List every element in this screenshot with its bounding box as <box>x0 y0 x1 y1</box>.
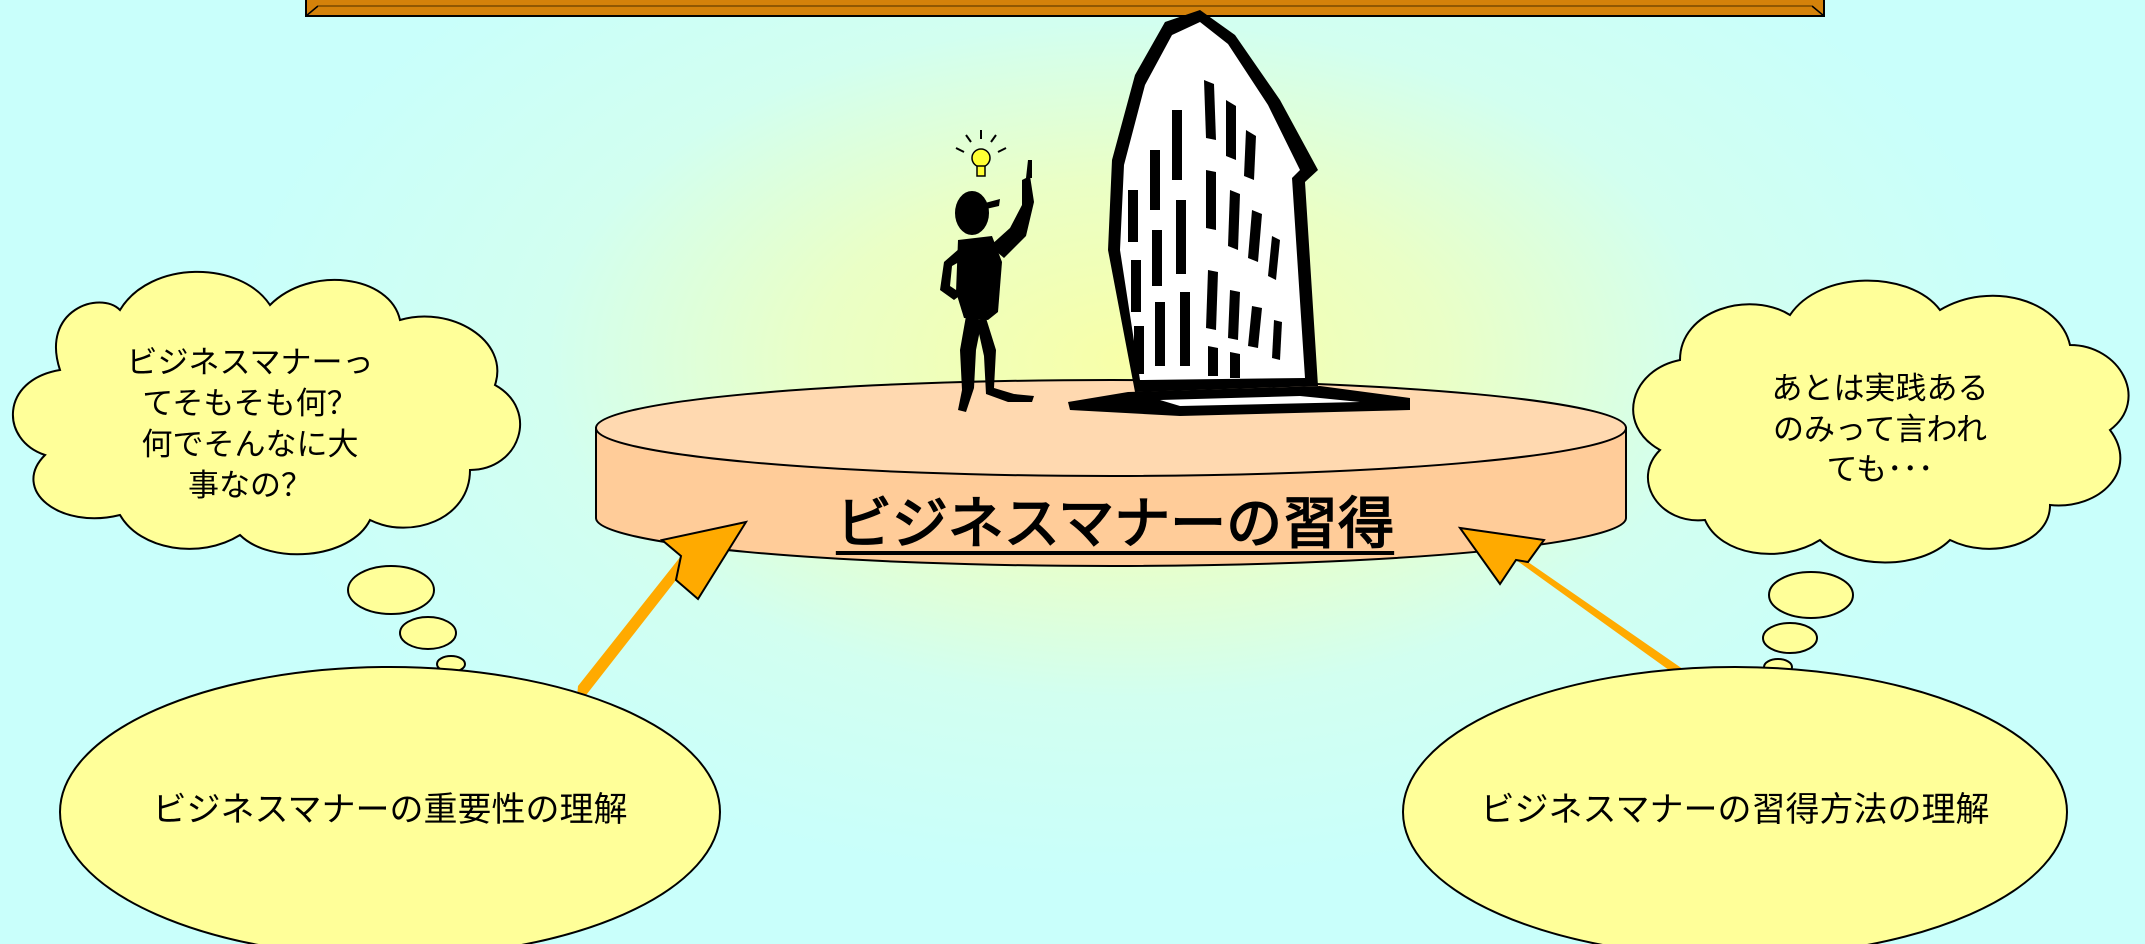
thought-cloud-right <box>1632 279 2130 676</box>
thought-right-text: あとは実践ある のみって言われ ても･･･ <box>1771 370 1989 489</box>
oval-right <box>1402 666 2068 944</box>
thought-cloud-left <box>11 270 522 673</box>
oval-left <box>59 666 721 944</box>
platform-title: ビジネスマナーの習得 <box>835 492 1395 558</box>
lightbulb-icon <box>955 130 1007 177</box>
oval-left-text: ビジネスマナーの重要性の理解 <box>152 789 628 830</box>
arrow-right-icon <box>1457 526 1690 678</box>
oval-right-text: ビジネスマナーの習得方法の理解 <box>1480 789 1990 830</box>
arrow-left-icon <box>576 520 749 708</box>
thought-left-text: ビジネスマナーっ てそもそも何？ 何でそんなに大 事なの？ <box>126 345 374 504</box>
person-idea-icon <box>940 160 1034 412</box>
top-banner <box>305 0 1825 17</box>
building-icon <box>1068 10 1410 416</box>
